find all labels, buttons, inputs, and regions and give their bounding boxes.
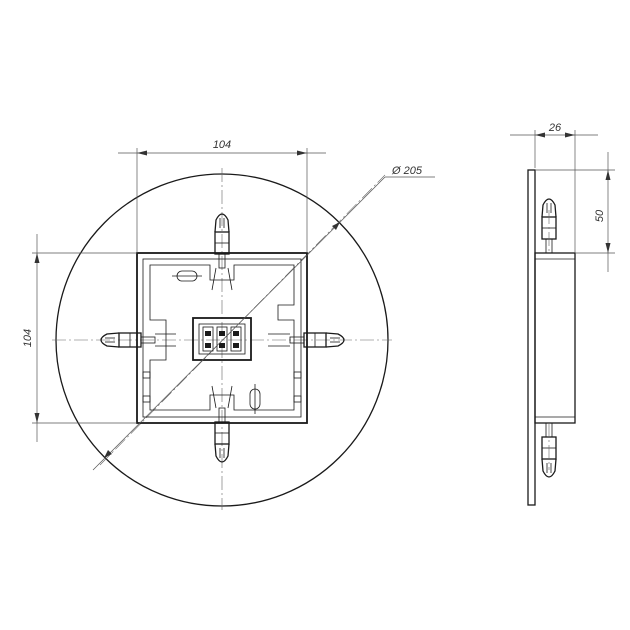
dimension-side-height-label: 50 <box>594 209 606 222</box>
lamp-bottom <box>211 385 233 463</box>
front-view: 104 104 Ø 205 <box>22 139 435 510</box>
dimension-left-height-label: 104 <box>22 329 34 347</box>
dimension-side-height: 50 <box>535 152 615 272</box>
dimension-left-height: 104 <box>22 234 137 442</box>
dimension-diameter: Ø 205 <box>92 165 435 471</box>
side-view: 26 50 <box>510 122 615 506</box>
dimension-top-width-label: 104 <box>213 139 231 151</box>
lamp-top <box>211 213 233 291</box>
dimension-side-width-label: 26 <box>548 122 562 134</box>
dimension-side-width: 26 <box>510 122 598 253</box>
lamp-right <box>268 332 345 348</box>
side-plate <box>527 169 536 506</box>
housing <box>136 252 308 424</box>
terminal-block <box>192 317 252 361</box>
lamp-left <box>100 332 176 348</box>
side-housing <box>534 252 576 424</box>
side-lamp-bottom <box>541 422 557 478</box>
dimension-top-width: 104 <box>118 139 326 253</box>
dimension-diameter-label: Ø 205 <box>391 165 423 177</box>
side-lamp-top <box>541 198 557 254</box>
